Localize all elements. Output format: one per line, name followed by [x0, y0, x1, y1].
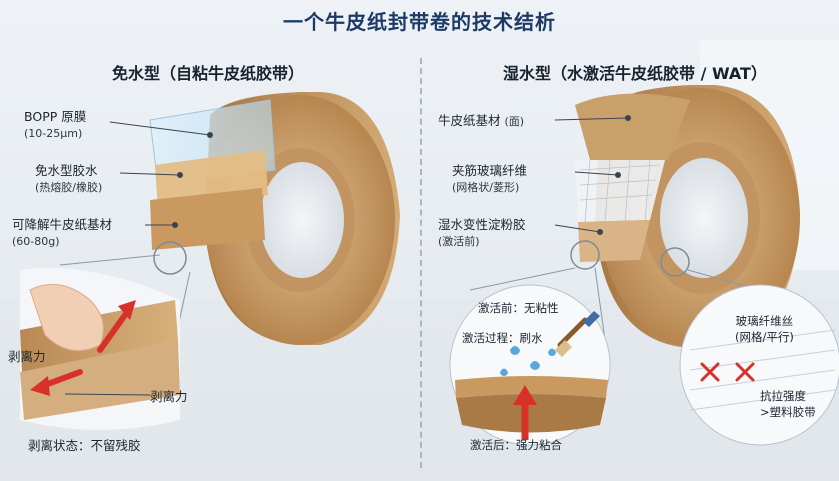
layer-detail: (激活前) — [438, 235, 480, 248]
right-tape-roll — [575, 85, 800, 348]
layer-detail: (60-80g) — [12, 235, 60, 248]
layer-detail: (网格状/菱形) — [452, 181, 520, 194]
fiber-title: 玻璃纤维丝 — [735, 314, 794, 328]
strength-label: 抗拉强度 >塑料胶带 — [760, 388, 816, 420]
fiber-label: 玻璃纤维丝 (网格/平行) — [735, 313, 794, 345]
layer-name: 可降解牛皮纸基材 — [12, 217, 113, 232]
layer-name: 夹筋玻璃纤维 — [452, 163, 528, 178]
right-pointer-lines — [554, 115, 631, 235]
layer-label-kraft: 可降解牛皮纸基材 (60-80g) — [12, 216, 112, 250]
right-activation-detail — [449, 240, 611, 446]
strength-line-1: 抗拉强度 — [760, 389, 806, 403]
panel-divider — [420, 58, 422, 468]
peel-force-label-1: 剥离力 — [8, 349, 46, 364]
left-pointer-lines — [109, 121, 213, 228]
layer-label-bopp: BOPP 原膜 (10-25μm) — [24, 108, 86, 142]
activation-process-label: 激活过程：刷水 — [462, 331, 543, 345]
layer-label-kraft-face: 牛皮纸基材 (面) — [438, 112, 524, 130]
layer-name: BOPP 原膜 — [24, 109, 87, 124]
layer-name: 牛皮纸基材 — [438, 113, 501, 128]
left-tape-roll — [149, 92, 400, 345]
fiber-sub: (网格/平行) — [735, 330, 794, 344]
layer-label-adhesive: 免水型胶水 (热熔胶/橡胶) — [35, 162, 102, 196]
strength-line-2: >塑料胶带 — [760, 405, 816, 419]
layer-name: 免水型胶水 — [35, 163, 98, 178]
activation-before-label: 激活前：无粘性 — [478, 301, 559, 315]
activation-after-label: 激活后：强力粘合 — [470, 438, 562, 452]
page-title: 一个牛皮纸封带卷的技术结析 — [283, 10, 556, 34]
right-heading: 湿水型（水激活牛皮纸胶带 / WAT） — [503, 64, 767, 83]
right-fiber-detail — [660, 247, 839, 446]
peel-state-label: 剥离状态：不留残胶 — [28, 438, 141, 453]
layer-detail: (10-25μm) — [24, 127, 83, 140]
layer-detail: (热熔胶/橡胶) — [35, 181, 103, 194]
left-heading: 免水型（自粘牛皮纸胶带） — [112, 64, 305, 83]
layer-label-fiberglass: 夹筋玻璃纤维 (网格状/菱形) — [452, 162, 527, 196]
peel-force-label-2: 剥离力 — [150, 389, 188, 404]
left-zoom-detail — [20, 241, 191, 430]
layer-detail: (面) — [504, 115, 525, 128]
layer-name: 湿水变性淀粉胶 — [438, 217, 526, 232]
layer-label-starch-glue: 湿水变性淀粉胶 (激活前) — [438, 216, 526, 250]
